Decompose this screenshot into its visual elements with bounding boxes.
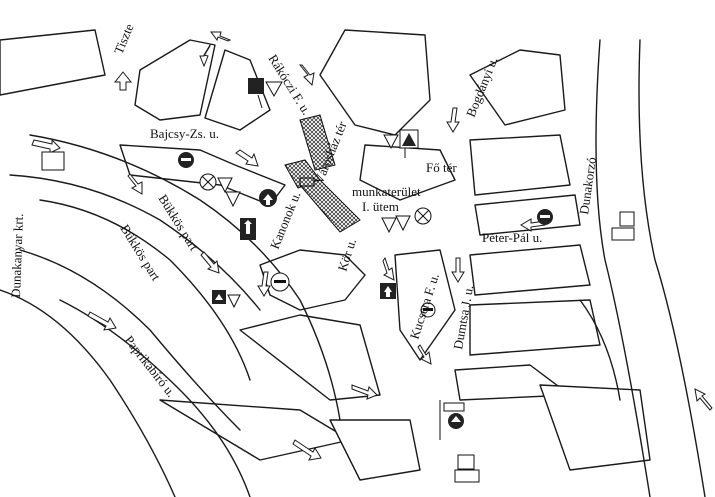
block-paprikabiro-south (159, 399, 351, 461)
block-fo-ter-north (359, 144, 456, 201)
traffic-flow-arrow-icon (257, 271, 271, 297)
block-bajcsy (119, 144, 286, 206)
traffic-flow-arrow-icon (210, 31, 232, 42)
traffic-flow-arrow-icon (351, 384, 378, 400)
traffic-flow-arrow-icon (199, 43, 211, 68)
parking-info-board-icon (41, 151, 65, 171)
traffic-flow-arrow-icon (235, 149, 259, 167)
block-dumtsa-east-2 (469, 299, 601, 356)
info-boards (41, 151, 635, 483)
worksite-marker (299, 177, 315, 187)
give-way-sign-icon (265, 81, 283, 98)
sign-bajcsy-group (178, 152, 194, 168)
block-south-center (329, 419, 421, 481)
priority-road-sign-icon (402, 133, 416, 146)
traffic-flow-arrow-icon (694, 388, 713, 411)
sign-dumtsa-bottom (439, 400, 465, 440)
traffic-flow-arrow-icon (446, 107, 460, 133)
block-kor-island (259, 249, 366, 311)
sign-worksite-group (381, 207, 432, 234)
sign-kucsera-group (380, 283, 436, 318)
city-blocks (0, 29, 651, 481)
label-bukkos-2: Bükkös part (117, 222, 163, 284)
traffic-flow-arrow-icon (292, 439, 322, 461)
label-paprikabiro: Paprikabíró u. (122, 333, 179, 400)
traffic-flow-arrow-icon (113, 71, 133, 91)
parking-info-board-icon (457, 454, 475, 470)
traffic-flow-arrow-icon (382, 256, 395, 281)
traffic-flow-arrow-icon (200, 251, 220, 274)
block-fo-ter-east (469, 134, 571, 196)
one-way-sign-icon (248, 78, 264, 94)
sign-kor-group (270, 272, 290, 292)
label-dunakanyar: Dunakanyar krt. (8, 213, 26, 298)
traffic-flow-arrow-icon (87, 311, 117, 331)
traffic-flow-arrow-icon (417, 344, 432, 365)
block-paprikabiro-north (239, 314, 381, 401)
work-zone-kanonok (299, 179, 361, 233)
give-way-sign-icon (381, 217, 397, 234)
sign-bajcsy-cluster (199, 173, 241, 208)
block-dumtsa-east-1 (469, 244, 591, 296)
give-way-sign-icon (227, 294, 241, 309)
traffic-signs (41, 78, 635, 483)
parking-info-board-icon (454, 469, 480, 483)
block-rakoczi-bogdanyi (319, 29, 431, 136)
give-way-sign-icon (383, 134, 399, 150)
traffic-flow-arrow-icon (31, 138, 61, 154)
label-dunakorzo: Dunakorzó (576, 156, 599, 215)
traffic-flow-arrow-icon (298, 64, 315, 87)
label-fo-ter: Fő tér (426, 160, 457, 175)
parking-info-board-icon (611, 227, 635, 241)
block-top-left (134, 39, 216, 121)
block-tiszteletes-west (0, 29, 106, 96)
label-tiszteletes: Tiszte (111, 21, 137, 56)
label-peter-pal: Péter-Pál u. (482, 230, 542, 245)
sign-bukkos-group (212, 290, 241, 309)
give-way-sign-icon (217, 177, 233, 194)
sign-kanonok-group (240, 189, 277, 240)
label-munkaterulet: munkaterület (352, 184, 421, 199)
label-bajcsy: Bajcsy-Zs. u. (150, 126, 219, 141)
label-bukkos-1: Bükkös part (155, 192, 201, 254)
sign-rakoczi-group (248, 78, 283, 109)
traffic-flow-arrow-icon (127, 173, 143, 195)
sign-peter-pal-group (537, 209, 553, 225)
block-south-east (539, 384, 651, 471)
sign-varoshaz-group (383, 129, 419, 158)
traffic-arrows (31, 31, 713, 461)
traffic-flow-arrow-icon (451, 257, 465, 283)
block-bogdanyi-east (469, 49, 566, 126)
label-utem: I. ütem (362, 199, 399, 214)
block-east-1 (474, 194, 581, 236)
parking-info-board-icon (619, 211, 635, 227)
parking-info-board-icon (443, 402, 465, 412)
work-zone-rakoczi (299, 114, 336, 171)
